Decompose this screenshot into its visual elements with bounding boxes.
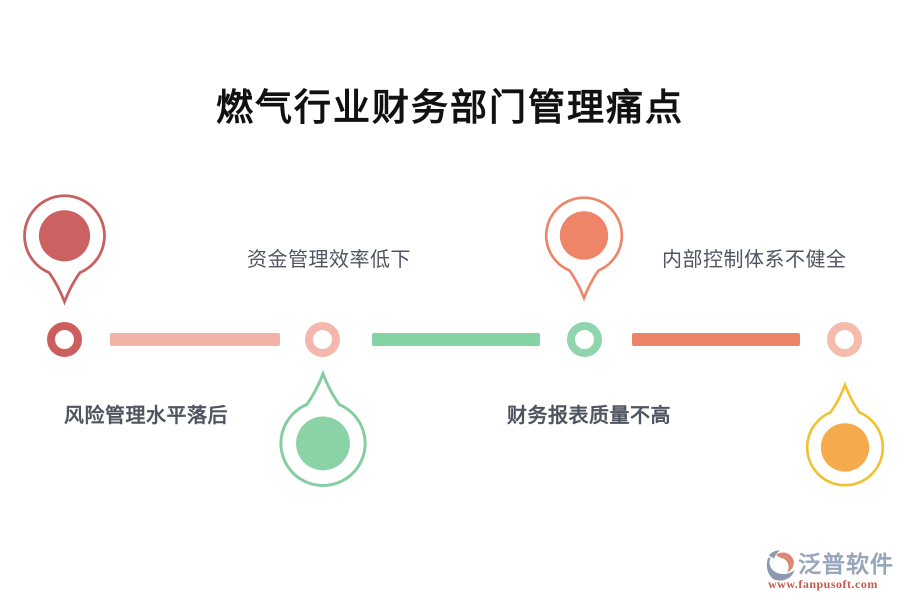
timeline-node-ring: [827, 322, 862, 357]
map-pin-icon: [805, 381, 885, 487]
pain-point-label: 资金管理效率低下: [247, 249, 411, 271]
timeline-node-ring: [47, 322, 82, 357]
timeline-connector: [632, 333, 800, 346]
page-title: 燃气行业财务部门管理痛点: [216, 87, 684, 128]
vendor-url-link[interactable]: www.fanpusoft.com: [768, 577, 878, 591]
map-pin-icon: [544, 196, 624, 302]
fanpu-logo-icon: [766, 550, 795, 581]
timeline-connector: [372, 333, 540, 346]
pain-point-label: 风险管理水平落后: [64, 405, 228, 427]
map-pin-icon: [23, 194, 106, 306]
pain-point-label: 内部控制体系不健全: [662, 249, 847, 271]
map-pin-icon: [279, 369, 367, 487]
timeline-node-ring: [567, 322, 602, 357]
timeline-connector: [110, 333, 280, 346]
vendor-name: 泛普软件: [798, 551, 894, 577]
pain-point-label: 财务报表质量不高: [507, 405, 671, 427]
timeline-node-ring: [305, 322, 340, 357]
vendor-logo[interactable]: 泛普软件 www.fanpusoft.com: [762, 548, 894, 593]
